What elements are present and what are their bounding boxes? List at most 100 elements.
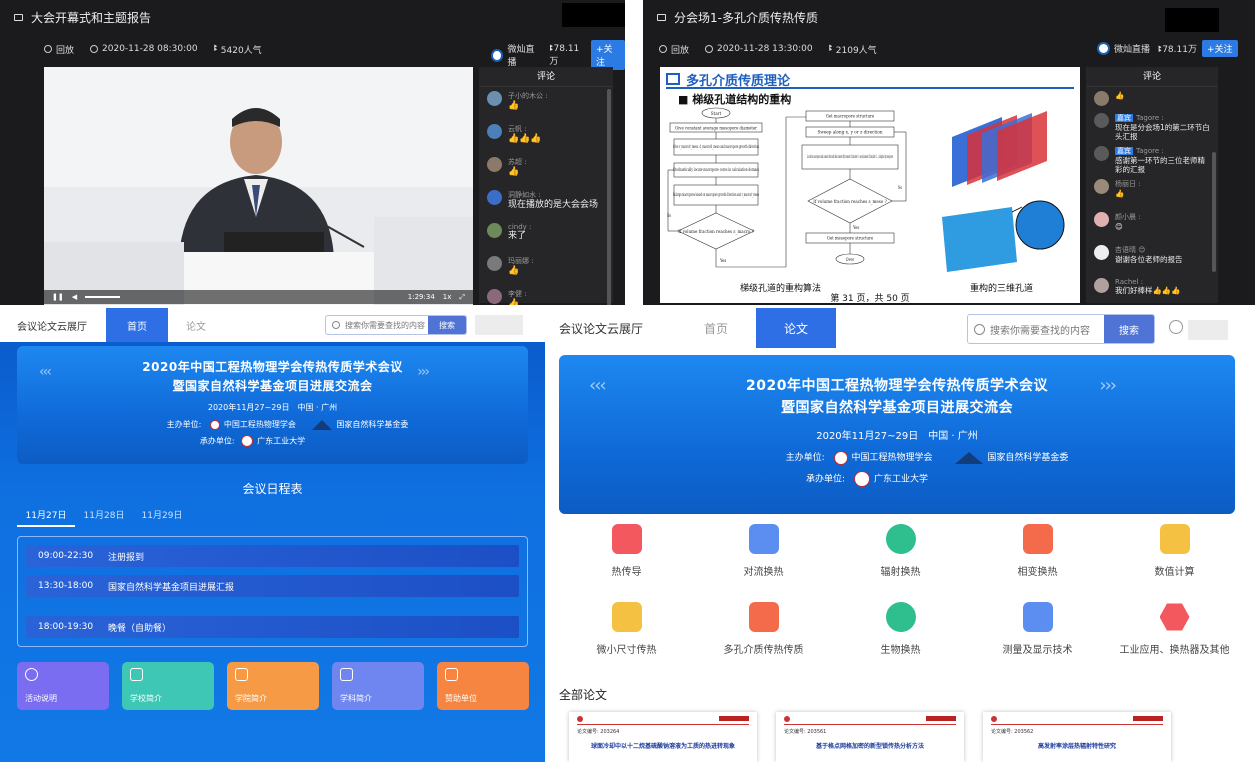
search-input[interactable]: 搜索你需要查找的内容 — [968, 322, 1104, 337]
comment-text: 我们好棒样👍👍👍 — [1115, 286, 1181, 295]
category-item[interactable]: 工业应用、换热器及其他 — [1106, 602, 1243, 656]
decor-arrow-icon: ‹‹‹ — [589, 375, 607, 396]
schedule-event: 注册报到 — [108, 552, 145, 563]
user-placeholder[interactable] — [475, 315, 523, 335]
stream-header: 大会开幕式和主题报告 — [0, 0, 625, 34]
speed-button[interactable]: 1x — [442, 293, 452, 301]
day-tab-1[interactable]: 11月27日 — [17, 508, 75, 527]
schedule-time: 13:30-18:00 — [38, 581, 94, 591]
avatar — [487, 256, 502, 271]
schedule-time: 18:00-19:30 — [38, 622, 94, 632]
category-item[interactable]: 多孔介质传热传质 — [695, 602, 832, 656]
day-tab-3[interactable]: 11月29日 — [141, 511, 183, 521]
society-seal-icon — [209, 419, 220, 430]
stream-title: 大会开幕式和主题报告 — [31, 10, 152, 25]
quick-link-card[interactable]: 赞助单位 — [437, 662, 529, 710]
tab-home[interactable]: 首页 — [703, 321, 728, 336]
category-item[interactable]: 辐射换热 — [832, 524, 969, 578]
user-icon[interactable] — [1169, 320, 1183, 334]
follow-button[interactable]: +关注 — [590, 40, 625, 70]
flowchart-label: Get mesopore structure — [827, 236, 874, 241]
category-item[interactable]: 微小尺寸传热 — [558, 602, 695, 656]
comment-item: 子小的木公 :👍 — [479, 87, 613, 120]
decor-arrow-icon: ››› — [417, 364, 430, 380]
channel-info: 微灿直播 ꔪ78.11万 +关注 — [491, 40, 625, 70]
category-item[interactable]: 热传导 — [558, 524, 695, 578]
category-label: 工业应用、换热器及其他 — [1119, 645, 1230, 656]
comment-title: 评论 — [479, 67, 613, 87]
user-placeholder[interactable] — [1188, 320, 1228, 340]
radiation-icon — [885, 524, 916, 554]
tab-home[interactable]: 首页 — [106, 308, 168, 342]
quick-link-card[interactable]: 活动说明 — [17, 662, 109, 710]
quick-link-card[interactable]: 学院简介 — [227, 662, 319, 710]
ruler-icon — [611, 602, 642, 632]
category-label: 辐射换热 — [880, 567, 921, 578]
fullscreen-icon[interactable]: ⤢ — [459, 292, 465, 301]
category-label: 生物换热 — [880, 645, 921, 656]
pause-icon[interactable]: ❚❚ — [52, 293, 64, 301]
search-input[interactable]: 搜索你需要查找的内容 — [326, 320, 428, 331]
conference-banner: ‹‹‹ ››› 2020年中国工程热物理学会传热传质学术会议 暨国家自然科学基金… — [559, 355, 1235, 514]
volume-slider[interactable] — [85, 296, 121, 298]
channel-name[interactable]: 微灿直播 — [507, 45, 535, 68]
paper-header-logos — [991, 716, 1163, 725]
organizer-line: 承办单位: 广东工业大学 — [199, 435, 306, 447]
bus-icon — [1022, 524, 1053, 554]
flowchart-label: Start — [711, 111, 722, 116]
category-item[interactable]: 生物换热 — [832, 602, 969, 656]
comment-item: 颜小晨 :😊 — [1086, 208, 1218, 241]
volume-icon[interactable]: ◀ — [71, 293, 78, 301]
conference-site-papers: 会议论文云展厅 首页 论文 搜索你需要查找的内容 搜索 ‹‹‹ ››› 2020… — [545, 308, 1255, 762]
quick-link-card[interactable]: 学校简介 — [122, 662, 214, 710]
stream-time: 2020-11-28 13:30:00 — [717, 44, 813, 54]
comment-text: 👍👍👍 — [508, 134, 542, 144]
flowchart-label: Stochastically locate macropore cores in… — [673, 167, 759, 172]
search-button[interactable]: 搜索 — [1104, 315, 1154, 343]
comment-text: 现在播放的是大会会场 — [508, 200, 599, 210]
tab-papers[interactable]: 论文 — [756, 308, 836, 348]
comment-author: 云帆 : — [508, 125, 527, 133]
comment-author: Tagore : — [1136, 114, 1164, 122]
decor-arrow-icon: ››› — [1099, 375, 1117, 396]
video-player[interactable] — [44, 67, 473, 305]
chat-scrollbar[interactable] — [1212, 152, 1216, 272]
flowchart-label: Over — [846, 257, 854, 262]
channel-name[interactable]: 微灿直播 — [1114, 45, 1151, 55]
stream-header: 分会场1-多孔介质传热传质 — [643, 0, 1255, 34]
fans-count: ꔪ78.11万 — [1158, 45, 1197, 55]
player-controls: ❚❚ ◀ 1:29:34 1x ⤢ — [44, 290, 473, 304]
replay-label[interactable]: 回放 — [56, 45, 75, 56]
category-label: 多孔介质传热传质 — [723, 645, 804, 656]
category-item[interactable]: 数值计算 — [1106, 524, 1243, 578]
card-label: 学科简介 — [340, 694, 372, 703]
tab-papers[interactable]: 论文 — [186, 321, 206, 333]
category-item[interactable]: 对流换热 — [695, 524, 832, 578]
quick-link-card[interactable]: 学科简介 — [332, 662, 424, 710]
category-item[interactable]: 测量及显示技术 — [969, 602, 1106, 656]
category-item[interactable]: 相变换热 — [969, 524, 1106, 578]
flowchart-label: Sweep along x, y or z direction — [817, 130, 882, 135]
day-tab-2[interactable]: 11月28日 — [83, 511, 125, 521]
banner-date: 2020年11月27~29日 中国 · 广州 — [207, 403, 338, 412]
nsfc-logo-icon — [955, 451, 984, 464]
chat-scrollbar[interactable] — [607, 89, 611, 305]
search-button[interactable]: 搜索 — [428, 316, 466, 334]
paper-header-logos — [577, 716, 749, 725]
slide-caption-right: 重构的三维孔道 — [970, 284, 1034, 294]
comment-author: 李健 : — [508, 290, 527, 298]
comment-author: 洞静如水 : — [508, 191, 541, 199]
comment-text: 👍 — [508, 299, 520, 305]
follow-button[interactable]: +关注 — [1201, 40, 1238, 57]
replay-label[interactable]: 回放 — [671, 45, 690, 56]
university-logo-icon — [926, 716, 956, 721]
